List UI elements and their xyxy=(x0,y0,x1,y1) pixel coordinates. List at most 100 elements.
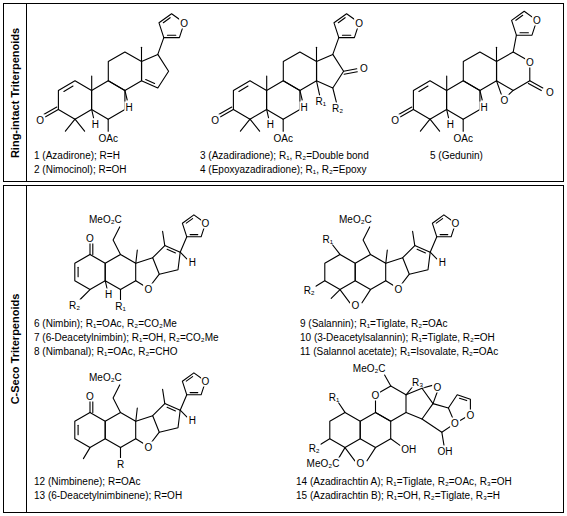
bond-line xyxy=(338,18,345,23)
atom-label: OAc xyxy=(452,133,473,144)
bond-line xyxy=(46,110,59,117)
atom-label: O xyxy=(359,62,369,73)
bond-line xyxy=(300,90,302,100)
bond-line xyxy=(360,412,391,447)
bond-line xyxy=(419,86,428,91)
atom-label: O xyxy=(393,283,403,294)
panel-heading: C-Seco Triterpenoids xyxy=(9,294,21,405)
bond-line xyxy=(136,250,138,263)
atom-label: O xyxy=(450,418,460,429)
atom-label: H xyxy=(446,119,455,130)
atom-label: R₃ xyxy=(411,376,424,387)
bond-line xyxy=(163,18,170,23)
compound-caption: 7 (6-Deacetylnimbin); R₁=OH, R₂=CO₂Me xyxy=(34,332,219,344)
bond-line xyxy=(317,54,344,88)
compound-caption: 11 (Salannol acetate); R₁=Isovalate, R₂=… xyxy=(300,346,498,358)
bond-line xyxy=(180,252,187,259)
bond-line xyxy=(141,47,142,61)
bond-line xyxy=(480,90,482,100)
bond-line xyxy=(440,234,448,235)
atom-label: O xyxy=(545,86,555,97)
bond-line xyxy=(413,231,415,245)
atom-label: H xyxy=(299,102,308,113)
bond-line xyxy=(180,395,187,410)
bond-line xyxy=(460,398,467,400)
atom-label: R₁ xyxy=(314,96,327,107)
compound-caption: 10 (3-Deacetylsalannin); R₁=Tiglate, R₂=… xyxy=(300,332,495,344)
bond-line xyxy=(430,119,440,131)
atom-label: O xyxy=(354,17,364,28)
bond-line xyxy=(496,47,497,61)
bond-line xyxy=(316,281,325,287)
bond-line xyxy=(413,81,446,119)
bond-line xyxy=(58,81,91,119)
bond-line xyxy=(345,448,355,461)
bond-line xyxy=(186,377,192,382)
atom-label: O xyxy=(356,458,366,469)
bond-line xyxy=(391,439,400,446)
bond-line xyxy=(78,425,79,435)
bond-line xyxy=(75,119,85,131)
bond-line xyxy=(447,81,480,119)
bond-line xyxy=(283,52,316,90)
atom-label: O xyxy=(532,15,542,26)
atom-label: O xyxy=(35,115,45,126)
atom-label: O xyxy=(143,441,153,452)
atom-label: H xyxy=(124,102,133,113)
bond-line xyxy=(333,88,337,102)
atom-label: O xyxy=(390,115,400,126)
bond-line xyxy=(108,119,109,131)
bond-line xyxy=(80,290,90,300)
bond-line xyxy=(240,119,250,131)
bond-line xyxy=(136,408,138,421)
bond-line xyxy=(267,81,300,119)
atom-label: MeO₂C xyxy=(88,372,123,383)
atom-label: O xyxy=(201,218,211,229)
bond-line xyxy=(332,245,340,255)
atom-label: O xyxy=(500,95,510,106)
bond-line xyxy=(83,448,90,459)
compound-caption: 13 (6-Deacetylnimbinene); R=OH xyxy=(34,490,182,502)
bond-line xyxy=(447,110,449,118)
bond-line xyxy=(221,110,234,117)
bond-line xyxy=(89,243,90,254)
atom-label: H xyxy=(188,415,197,426)
compound-caption: 3 (Azadiradione); R₁, R₂=Double bond xyxy=(200,150,369,162)
bond-line xyxy=(399,107,412,114)
atom-label: O xyxy=(179,17,189,28)
atom-label: H xyxy=(479,102,488,113)
bond-line xyxy=(125,90,127,100)
bond-line xyxy=(385,375,391,386)
bond-line xyxy=(367,448,376,461)
atom-label: O xyxy=(201,376,211,387)
bond-line xyxy=(233,81,266,119)
bond-line xyxy=(91,76,92,90)
bond-line xyxy=(406,388,433,419)
atom-label: O xyxy=(85,390,95,401)
atom-label: MeO₂C xyxy=(306,458,341,469)
bond-line xyxy=(362,290,371,303)
bond-line xyxy=(430,237,437,252)
bond-line xyxy=(266,76,267,90)
bond-line xyxy=(316,47,317,61)
bond-line xyxy=(180,237,187,252)
atom-label: H xyxy=(266,119,275,130)
bond-line xyxy=(92,81,125,119)
compound-caption: 15 (Azadirachtin B); R₁=OH, R₂=Tiglate, … xyxy=(296,490,500,502)
bond-line xyxy=(167,249,175,253)
bond-line xyxy=(463,52,496,90)
atom-label: R₂ xyxy=(303,284,316,295)
bond-line xyxy=(92,401,93,412)
bond-line xyxy=(344,69,357,71)
bond-line xyxy=(158,38,164,55)
atom-label: H xyxy=(438,257,447,268)
bond-line xyxy=(92,243,93,254)
atom-label: R₁ xyxy=(114,301,127,312)
bond-line xyxy=(163,389,165,403)
compound-caption: 12 (Nimbinene); R=OAc xyxy=(34,476,140,488)
atom-label: O xyxy=(371,389,381,400)
bond-line xyxy=(105,281,107,289)
atom-label: R₂ xyxy=(308,442,321,453)
bond-line xyxy=(340,290,350,303)
